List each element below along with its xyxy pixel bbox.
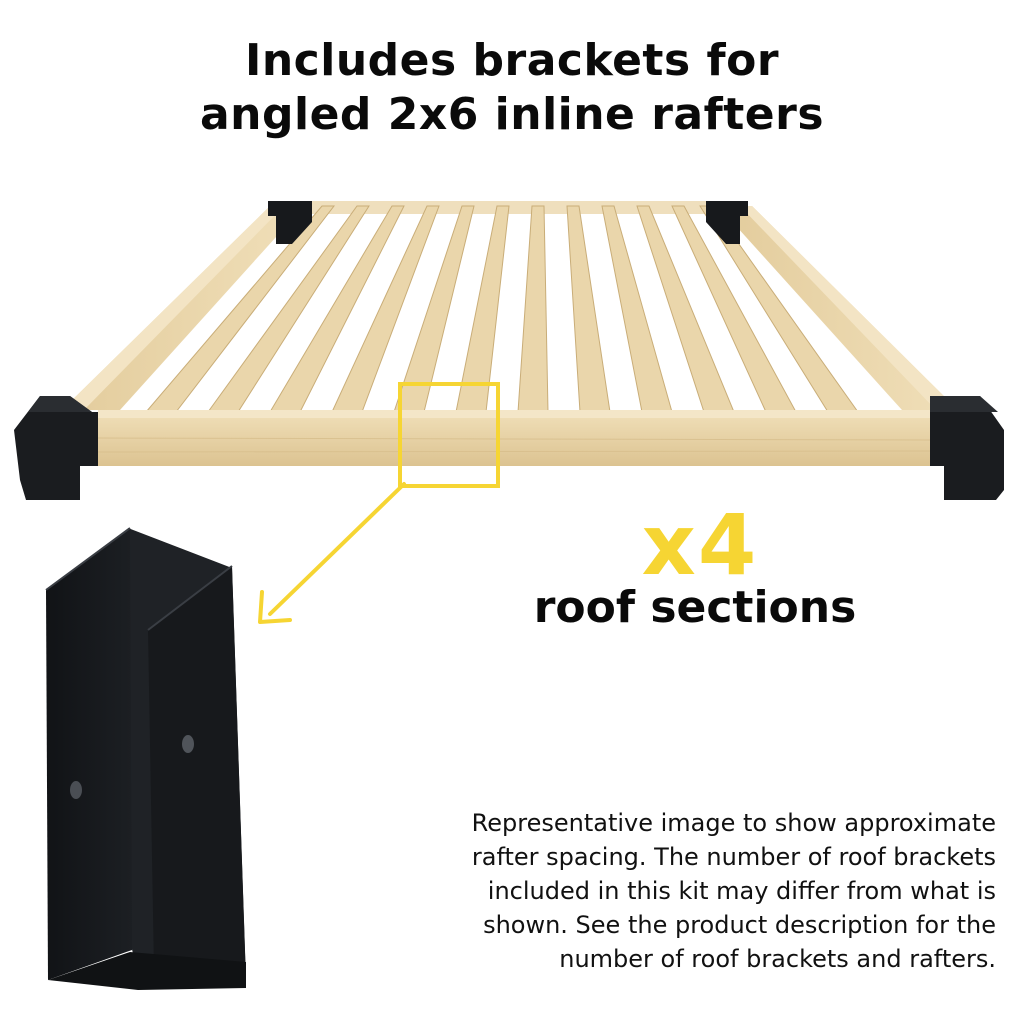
disclaimer-line-3: included in this kit may differ from wha… (487, 877, 996, 905)
disclaimer-text: Representative image to show approximate… (396, 806, 996, 976)
corner-bracket-front-right (930, 396, 1004, 500)
rafters (144, 205, 859, 413)
headline-line-2: angled 2x6 inline rafters (199, 89, 825, 140)
callout-highlight-box (398, 382, 500, 488)
front-beam (98, 418, 930, 466)
multiplier-label: x4 (641, 496, 759, 594)
bolt-hole (182, 735, 194, 753)
rafter (517, 205, 549, 413)
bracket-base (48, 952, 246, 990)
roof-frame (14, 201, 1004, 500)
corner-bracket-back-right (706, 201, 748, 244)
bolt-hole (70, 781, 82, 799)
rafter (566, 205, 611, 413)
headline: Includes brackets for angled 2x6 inline … (0, 34, 1024, 142)
disclaimer-line-1: Representative image to show approximate (471, 809, 996, 837)
front-beam-top (98, 410, 930, 418)
headline-line-1: Includes brackets for (244, 35, 780, 86)
arrow-down-left-icon (258, 482, 406, 624)
disclaimer-line-4: shown. See the product description for t… (483, 911, 996, 939)
disclaimer-line-2: rafter spacing. The number of roof brack… (471, 843, 996, 871)
corner-bracket-back-left (268, 201, 312, 244)
disclaimer-line-5: number of roof brackets and rafters. (559, 945, 996, 973)
roof-sections-label: roof sections (533, 582, 857, 633)
bracket-closeup (45, 527, 246, 990)
corner-bracket-front-left (14, 396, 98, 500)
back-beam (294, 201, 736, 214)
left-beam-top (62, 206, 284, 410)
bracket-right-plate (148, 566, 246, 980)
bracket-left-plate (46, 528, 132, 980)
right-beam-top (740, 206, 958, 410)
